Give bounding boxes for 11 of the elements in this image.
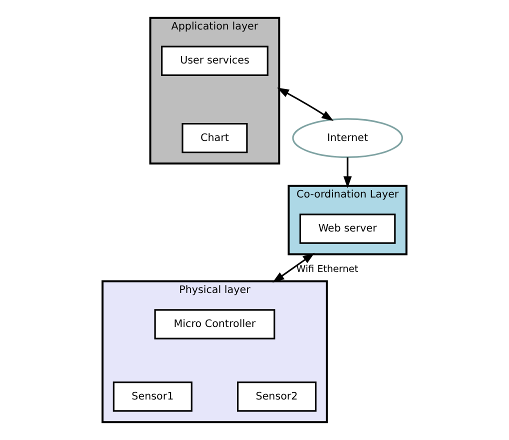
node-box: Web server [299,214,396,244]
arrow [277,88,334,121]
arrow [343,157,352,188]
node-box: Chart [182,122,248,154]
edge-label: Wifi Ethernet [296,264,358,276]
node-box: Sensor1 [112,382,192,412]
arrow [272,252,315,283]
node-box: Micro Controller [154,309,276,340]
node-ellipse: Internet [292,118,404,158]
node-box: Sensor2 [237,382,317,412]
node-box: User services [161,46,268,76]
